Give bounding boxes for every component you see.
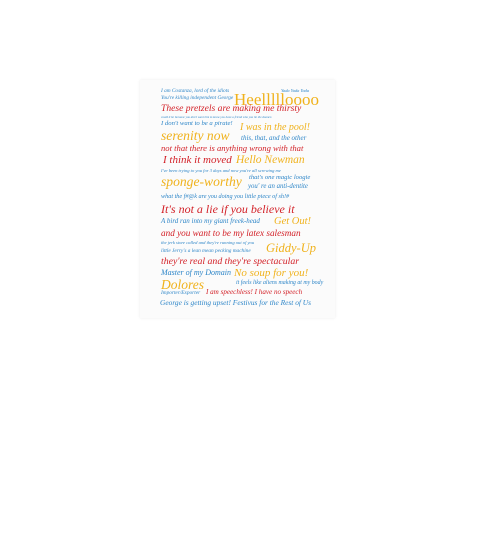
quote-festivus: George is getting upset! Festivus for th…	[160, 298, 312, 307]
quote-domain: Master of my Domain	[161, 268, 231, 277]
quote-pecking: little Jerry's a lean mean pecking machi…	[161, 248, 251, 254]
quote-this-that: this, that, and the other	[241, 134, 307, 142]
quote-soup: No soup for you!	[234, 267, 309, 279]
quote-independent-george: You're killing independent George	[161, 95, 234, 101]
quote-pool: I was in the pool!	[240, 122, 310, 133]
quote-get-out: Get Out!	[274, 216, 312, 227]
quote-friend: could it be because you don't want him t…	[161, 115, 272, 119]
quote-newman: Hello Newman	[236, 154, 305, 166]
quote-sponge: sponge-worthy	[161, 174, 242, 189]
quote-spectacular: they're real and they're spectacular	[161, 256, 300, 267]
quote-lie: It's not a lie if you believe it	[161, 202, 295, 216]
quote-freek-head: A bird ran into my giant freek-head	[161, 217, 260, 225]
quote-nothing-wrong: not that there is anything wrong with th…	[161, 143, 304, 153]
quote-poster: I am Costanza, lord of the idiots Yada Y…	[140, 80, 335, 318]
quote-wtf: what the f#@k are you doing you little p…	[161, 193, 290, 200]
quote-pirate: I don't want to be a pirate!	[161, 120, 233, 127]
quote-costanza: I am Costanza, lord of the idiots	[161, 88, 230, 94]
quote-speechless: I am speechless! I have no speech	[206, 288, 303, 296]
quote-anti-dentite: you' re an anti-dentite	[248, 183, 308, 190]
quote-pretzels: These pretzels are making me thirsty	[161, 103, 302, 114]
quote-yada: Yada Yada Yada	[281, 88, 310, 93]
quote-hello: Heellllloooo	[234, 90, 319, 109]
quote-three-days: I've been trying to you for 3 days and n…	[161, 168, 281, 173]
quote-dolores: Dolores	[161, 277, 204, 292]
quote-giddy-up: Giddy-Up	[266, 241, 316, 255]
quote-moved: I think it moved	[163, 154, 232, 166]
quote-serenity: serenity now	[161, 128, 230, 143]
quote-latex: and you want to be my latex salesman	[161, 228, 301, 238]
quote-importer: Importer/Exporter	[161, 290, 201, 296]
quote-aliens: it feels like aliens making at my body	[236, 280, 324, 286]
quote-jerk-store: the jerk store called and they're runnin…	[161, 240, 255, 245]
quote-loogie: that's one magic loogie	[249, 174, 311, 181]
